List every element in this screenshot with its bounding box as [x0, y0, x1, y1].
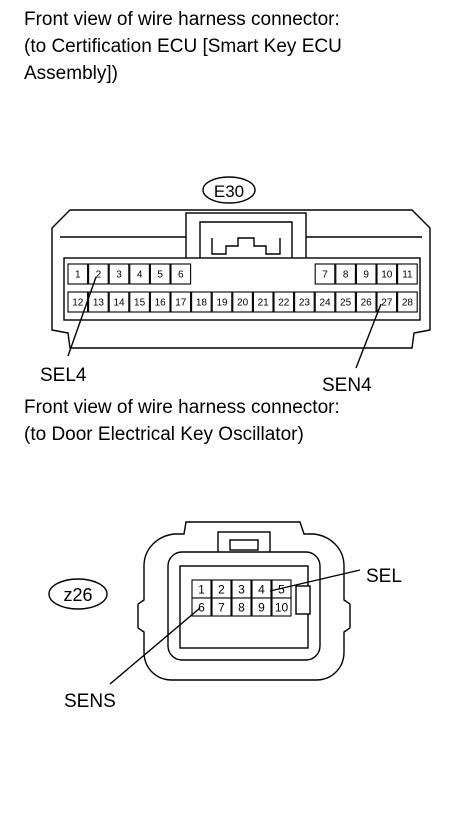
z26-callout-line-sel — [269, 569, 361, 592]
e30-pin-14-cell — [108, 291, 130, 313]
e30-label: E30 — [214, 182, 244, 201]
e30-pin-1: 1 — [75, 270, 81, 281]
e30-pin-16-cell — [149, 291, 171, 313]
e30-pin-21-cell — [252, 291, 274, 313]
middle-caption-line1: Front view of wire harness connector: — [24, 397, 340, 418]
z26-pin-8-cell — [231, 597, 252, 617]
callout-sel: SEL — [366, 566, 402, 587]
middle-caption-line2: (to Door Electrical Key Oscillator) — [24, 424, 304, 445]
callout-sen4: SEN4 — [322, 375, 372, 396]
e30-callout-line-sen4 — [355, 303, 382, 369]
z26-top-latch-inner — [229, 539, 259, 551]
e30-pin-2-cell — [88, 263, 109, 285]
z26-pin-1: 1 — [198, 582, 205, 596]
z26-pin-2: 2 — [218, 582, 225, 596]
e30-pin-28: 28 — [402, 298, 414, 309]
z26-pin-6: 6 — [198, 600, 205, 614]
z26-pin-9-cell — [251, 597, 272, 617]
e30-pin-18: 18 — [196, 298, 208, 309]
e30-lock-tab — [211, 237, 281, 255]
e30-pin-26: 26 — [361, 298, 373, 309]
z26-callout-line-sens — [109, 607, 201, 685]
z26-pin-10: 10 — [275, 600, 289, 614]
e30-pin-2: 2 — [96, 270, 102, 281]
e30-pin-14: 14 — [113, 298, 125, 309]
e30-pin-9: 9 — [363, 270, 369, 281]
e30-pin-17-cell — [170, 291, 192, 313]
e30-pin-19-cell — [211, 291, 233, 313]
e30-pin-13: 13 — [93, 298, 105, 309]
e30-pin-13-cell — [88, 291, 109, 313]
e30-pin-27: 27 — [381, 298, 393, 309]
e30-pin-22: 22 — [278, 298, 290, 309]
e30-pin-23: 23 — [299, 298, 311, 309]
e30-callout-line-sel4 — [67, 276, 97, 357]
z26-label-ellipse — [48, 578, 108, 610]
e30-pin-7: 7 — [322, 270, 328, 281]
z26-pin-8: 8 — [238, 600, 245, 614]
e30-pin-5-cell — [149, 263, 171, 285]
e30-pin-6: 6 — [178, 270, 184, 281]
callout-sens: SENS — [64, 691, 116, 712]
e30-pin-26-cell — [355, 291, 377, 313]
e30-pin-8-cell — [335, 263, 356, 285]
e30-pin-10: 10 — [381, 270, 393, 281]
e30-pin-23-cell — [294, 291, 315, 313]
e30-pin-20-cell — [232, 291, 253, 313]
e30-pin-20: 20 — [237, 298, 249, 309]
z26-pin-3: 3 — [238, 582, 245, 596]
e30-label-ellipse — [202, 176, 256, 204]
e30-pin-22-cell — [273, 291, 295, 313]
z26-pin-4: 4 — [258, 582, 265, 596]
e30-pin-24-cell — [314, 291, 336, 313]
z26-pin-5: 5 — [278, 582, 285, 596]
e30-pin-11: 11 — [402, 270, 413, 281]
callout-sel4: SEL4 — [40, 365, 87, 386]
z26-pin-10-cell — [271, 597, 292, 617]
e30-pin-25-cell — [335, 291, 356, 313]
z26-side-key — [295, 585, 311, 615]
e30-pin-4-cell — [129, 263, 150, 285]
z26-pin-7: 7 — [218, 600, 225, 614]
e30-pin-10-cell — [376, 263, 398, 285]
e30-pin-15-cell — [129, 291, 150, 313]
e30-pin-8: 8 — [343, 270, 349, 281]
top-caption-line3: Assembly]) — [24, 63, 118, 84]
e30-pin-1-cell — [67, 263, 89, 285]
e30-pin-12: 12 — [72, 298, 84, 309]
e30-pin-21: 21 — [258, 298, 270, 309]
e30-pin-9-cell — [355, 263, 377, 285]
e30-pin-16: 16 — [155, 298, 167, 309]
e30-lock-outer — [185, 212, 307, 266]
e30-pin-28-cell — [397, 291, 418, 313]
e30-pin-17: 17 — [175, 298, 187, 309]
e30-pin-3-cell — [108, 263, 130, 285]
e30-pin-27-cell — [376, 291, 398, 313]
e30-pin-4: 4 — [137, 270, 143, 281]
e30-pin-11-cell — [397, 263, 418, 285]
e30-pin-7-cell — [314, 263, 336, 285]
e30-pin-15: 15 — [134, 298, 146, 309]
e30-pin-25: 25 — [340, 298, 352, 309]
z26-label: z26 — [63, 585, 92, 605]
e30-pin-5: 5 — [157, 270, 163, 281]
e30-pin-24: 24 — [319, 298, 331, 309]
e30-pin-6-cell — [170, 263, 192, 285]
e30-pin-19: 19 — [216, 298, 228, 309]
top-caption-line2: (to Certification ECU [Smart Key ECU — [24, 36, 342, 57]
z26-pin-7-cell — [211, 597, 232, 617]
e30-pin-18-cell — [191, 291, 212, 313]
top-caption-line1: Front view of wire harness connector: — [24, 9, 340, 30]
e30-pin-3: 3 — [116, 270, 122, 281]
z26-pin-9: 9 — [258, 600, 265, 614]
